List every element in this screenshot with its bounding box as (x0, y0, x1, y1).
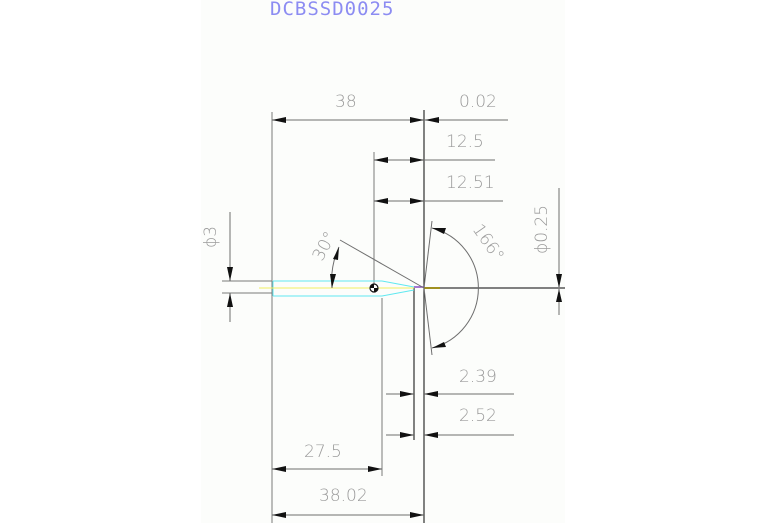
arrowhead (556, 289, 562, 302)
dim-text-38-02: 38.02 (319, 486, 368, 506)
center-mark-icon (369, 283, 379, 293)
drawing-title: DCBSSD0025 (270, 0, 394, 20)
dim-text-12-5: 12.5 (446, 132, 484, 152)
dim-text-27-5: 27.5 (304, 442, 342, 462)
angle-166-leg-upper (423, 220, 433, 289)
dim-text-2-52: 2.52 (459, 406, 497, 426)
arrowhead (410, 198, 424, 204)
arrowhead (424, 432, 438, 438)
arrowhead (272, 512, 286, 518)
arrowhead (400, 432, 414, 438)
arrowhead (330, 274, 336, 288)
arrowhead (410, 157, 424, 163)
angle-30-leg (339, 239, 425, 289)
arrowhead (556, 274, 562, 288)
arrowhead (374, 157, 388, 163)
arrowhead (432, 228, 446, 234)
arrowhead (368, 466, 382, 472)
arrowhead (272, 466, 286, 472)
dim-text-12-51: 12.51 (446, 173, 495, 193)
dim-text-2-39: 2.39 (459, 367, 497, 387)
arrowhead (425, 117, 439, 123)
angle-166-arc (431, 227, 479, 349)
arrowhead (410, 117, 424, 123)
arrowhead (227, 293, 233, 307)
dim-text-0-02: 0.02 (459, 92, 497, 112)
dim-text-dia3: ϕ3 (201, 226, 221, 248)
dim-text-166-deg: 166° (468, 220, 508, 265)
drawing-sheet (201, 0, 565, 523)
dim-text-38: 38 (335, 92, 357, 112)
angle-166-leg-lower (423, 287, 433, 356)
arrowhead (272, 117, 286, 123)
arrowhead (432, 342, 446, 348)
arrowhead (374, 198, 388, 204)
arrowhead (424, 391, 438, 397)
arrowhead (410, 512, 424, 518)
dim-text-dia025: ϕ0.25 (532, 205, 552, 254)
arrowhead (400, 391, 414, 397)
arrowhead (227, 267, 233, 281)
arrowhead (333, 247, 339, 260)
